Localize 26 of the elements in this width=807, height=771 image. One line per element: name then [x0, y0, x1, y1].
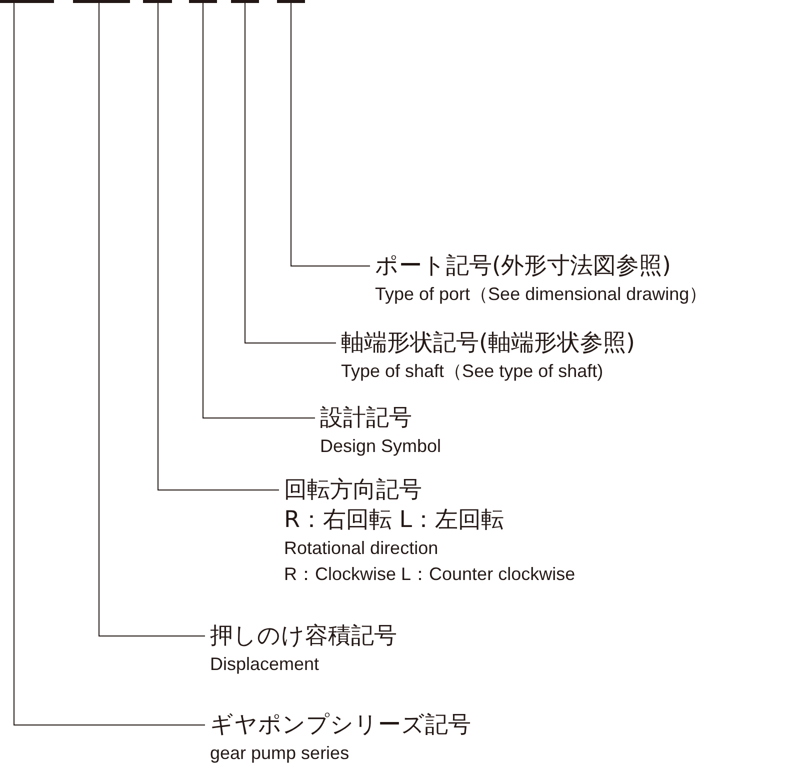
- blank-bar: [73, 0, 130, 3]
- english-label: R：Clockwise L：Counter clockwise: [284, 563, 576, 586]
- blank-bar: [143, 0, 172, 3]
- english-label: Type of shaft（See type of shaft): [341, 360, 604, 383]
- leader-line: [158, 2, 280, 490]
- english-label: Design Symbol: [320, 435, 442, 458]
- blank-bar: [0, 0, 54, 3]
- english-label: Rotational direction: [284, 537, 440, 560]
- english-label: Displacement: [210, 653, 320, 676]
- japanese-label: 設計記号: [320, 404, 413, 433]
- blank-bar: [277, 0, 305, 3]
- leader-line: [290, 2, 370, 266]
- english-label: gear pump series: [210, 742, 350, 765]
- leader-line: [98, 2, 206, 636]
- leader-line: [14, 2, 206, 726]
- english-label: Type of port（See dimensional drawing）: [375, 283, 708, 306]
- leader-line: [244, 2, 336, 344]
- japanese-label: R：右回転 L：左回転: [284, 506, 506, 535]
- japanese-label: 押しのけ容積記号: [210, 622, 397, 651]
- leader-line: [202, 2, 316, 418]
- japanese-label: 回転方向記号: [284, 476, 423, 505]
- japanese-label: ギヤポンプシリーズ記号: [210, 711, 471, 740]
- japanese-label: 軸端形状記号(軸端形状参照): [341, 329, 635, 358]
- japanese-label: ポート記号(外形寸法図参照): [375, 252, 672, 281]
- blank-bar: [189, 0, 217, 3]
- blank-bar: [231, 0, 259, 3]
